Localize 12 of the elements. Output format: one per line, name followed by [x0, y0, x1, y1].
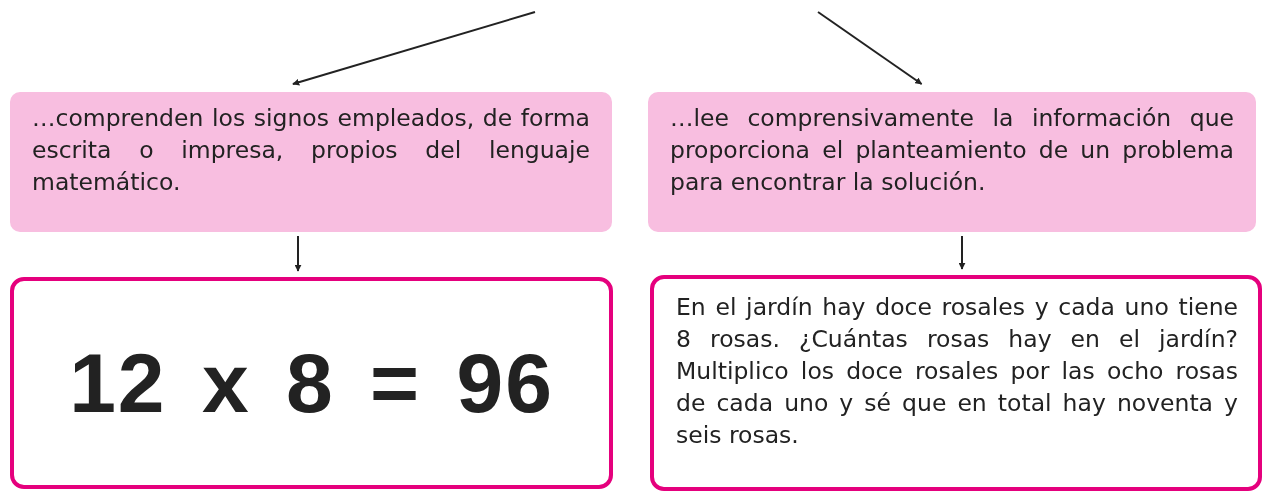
arrow: [958, 235, 966, 270]
equation-text: 12 x 8 = 96: [69, 334, 554, 432]
arrow: [817, 11, 923, 85]
arrow: [294, 235, 302, 272]
example-text: En el jardín hay doce rosales y cada uno tiene 8 rosas. ¿Cuántas rosas hay en el jardín? Multiplico los doce rosales por las ocho rosas de cada uno y sé que en total hay noventa y seis rosas.: [676, 292, 1238, 451]
example-box: [650, 275, 1262, 491]
equation-box: [10, 277, 613, 489]
note-box: [648, 92, 1256, 232]
note-text: …comprenden los signos empleados, de forma escrita o impresa, propios del lenguaje matemático.: [32, 103, 590, 198]
note-text: …lee comprensivamente la información que proporciona el planteamiento de un problema para encontrar la solución.: [670, 103, 1234, 198]
note-box: [10, 92, 612, 232]
arrow: [291, 11, 536, 86]
